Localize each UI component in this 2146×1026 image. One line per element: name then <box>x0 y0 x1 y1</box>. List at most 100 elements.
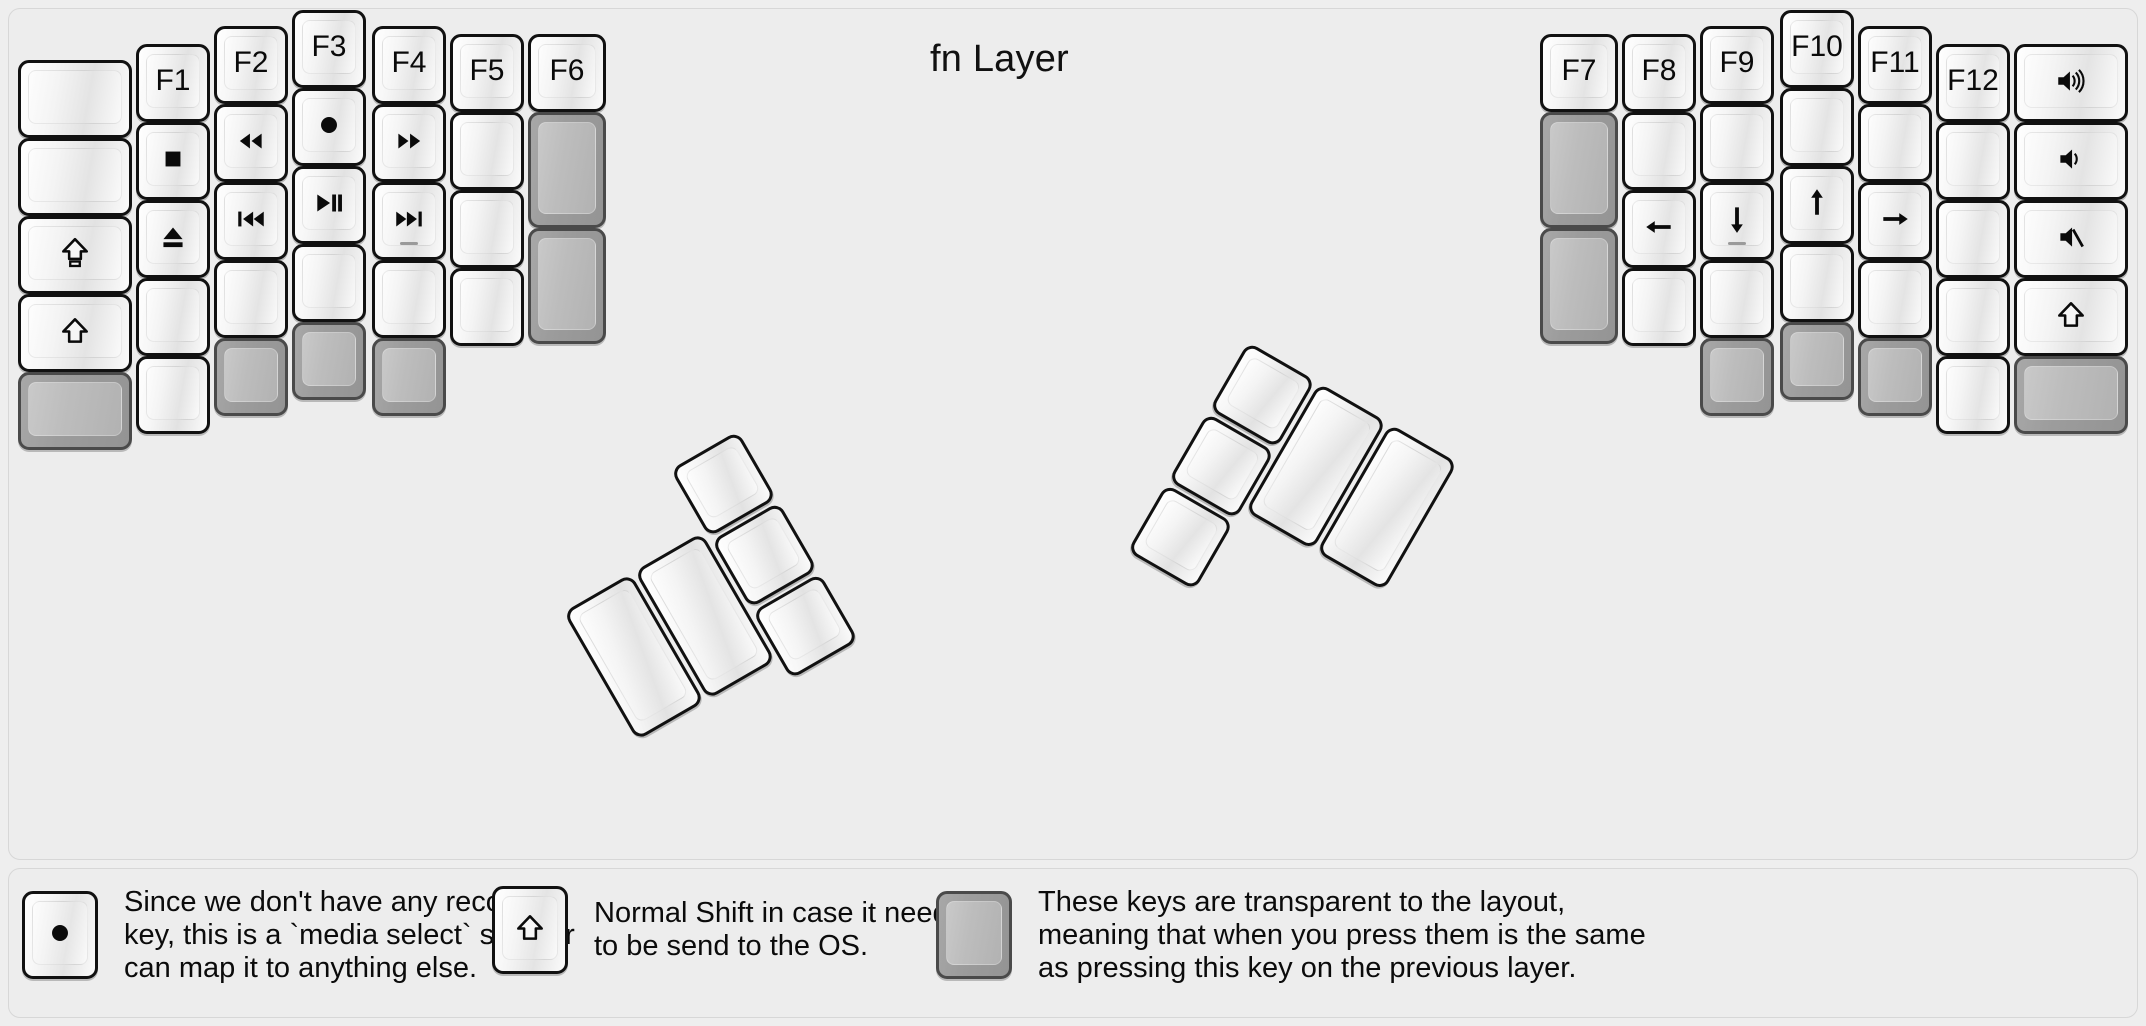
key-col-index-inner-r3[interactable] <box>450 190 524 268</box>
key-face <box>538 122 596 214</box>
key-face <box>146 288 200 342</box>
key-col-middle-r1-f3[interactable]: F3 <box>292 10 366 88</box>
key-col-inner-r1-f7[interactable]: F7 <box>1540 34 1618 112</box>
arrow-up-icon <box>1800 186 1834 220</box>
key-label: F5 <box>469 54 505 87</box>
key-col-middle-r2-media-record[interactable] <box>292 88 366 166</box>
key-face <box>28 70 122 124</box>
key-col-pinky-r5[interactable] <box>136 356 210 434</box>
key-col-index-r4[interactable] <box>1700 260 1774 338</box>
key-col-pinky-r2[interactable] <box>1936 122 2010 200</box>
key-col-ring-r2[interactable] <box>1858 104 1932 182</box>
key-col-ring-r3-arrow-right[interactable] <box>1858 182 1932 260</box>
key-col-index-r2[interactable] <box>1700 104 1774 182</box>
key-face <box>1946 132 2000 186</box>
key-col-ring-r5[interactable] <box>1858 338 1932 416</box>
key-face <box>1946 366 2000 420</box>
key-col-pinky-r2-media-stop[interactable] <box>136 122 210 200</box>
shift-icon <box>58 314 92 348</box>
key-label: F3 <box>311 30 347 63</box>
key-col-index-r3-arrow-down[interactable] <box>1700 182 1774 260</box>
key-face <box>1946 288 2000 342</box>
key-col-pinky-outer-r1[interactable] <box>18 60 132 138</box>
key-face <box>224 348 278 402</box>
key-col-ring-r3-media-previous[interactable] <box>214 182 288 260</box>
key-col-pinky-r3[interactable] <box>1936 200 2010 278</box>
key-face <box>224 114 278 168</box>
key-col-index-inner-r4[interactable] <box>1622 268 1696 346</box>
key-col-pinky-outer-r3-caps-lock[interactable] <box>18 216 132 294</box>
key-col-index-inner-r1-f8[interactable]: F8 <box>1622 34 1696 112</box>
key-col-middle-r3-arrow-up[interactable] <box>1780 166 1854 244</box>
key-col-ring-r5[interactable] <box>214 338 288 416</box>
key-col-pinky-r5[interactable] <box>1936 356 2010 434</box>
key-col-inner-r3[interactable] <box>528 228 606 344</box>
key-face <box>302 98 356 152</box>
media-stop-icon <box>156 142 190 176</box>
key-col-middle-r5[interactable] <box>292 322 366 400</box>
key-col-ring-r4[interactable] <box>1858 260 1932 338</box>
key-face <box>1790 176 1844 230</box>
key-col-index-r3-media-next[interactable] <box>372 182 446 260</box>
key-face <box>1632 122 1686 176</box>
key-col-index-inner-r4[interactable] <box>450 268 524 346</box>
arrow-left-icon <box>1642 210 1676 244</box>
key-col-ring-r2-media-rewind[interactable] <box>214 104 288 182</box>
media-fast-forward-icon <box>392 124 426 158</box>
key-face: F3 <box>302 20 356 74</box>
key-col-middle-r1-f10[interactable]: F10 <box>1780 10 1854 88</box>
key-col-pinky-outer-r5[interactable] <box>18 372 132 450</box>
key-col-index-r5[interactable] <box>372 338 446 416</box>
key-face <box>382 270 436 324</box>
key-col-index-inner-r2[interactable] <box>450 112 524 190</box>
media-previous-icon <box>234 202 268 236</box>
key-col-pinky-outer-r4-shift[interactable] <box>18 294 132 372</box>
key-col-pinky-outer-r4-shift[interactable] <box>2014 278 2128 356</box>
key-col-middle-r4[interactable] <box>292 244 366 322</box>
key-col-index-r1-f9[interactable]: F9 <box>1700 26 1774 104</box>
key-col-pinky-r3-media-eject[interactable] <box>136 200 210 278</box>
key-col-pinky-r4[interactable] <box>1936 278 2010 356</box>
arrow-down-icon <box>1720 202 1754 236</box>
key-col-index-r4[interactable] <box>372 260 446 338</box>
key-col-inner-r2[interactable] <box>1540 112 1618 228</box>
key-col-ring-r4[interactable] <box>214 260 288 338</box>
key-face <box>1790 332 1844 386</box>
legend-transparent-key <box>936 891 1012 980</box>
key-col-middle-r3-media-play-pause[interactable] <box>292 166 366 244</box>
key-face <box>1710 114 1764 168</box>
key-face <box>765 586 844 663</box>
key-col-ring-r1-f11[interactable]: F11 <box>1858 26 1932 104</box>
key-col-index-r2-media-fast-forward[interactable] <box>372 104 446 182</box>
key-face <box>1632 200 1686 254</box>
key-col-ring-r1-f2[interactable]: F2 <box>214 26 288 104</box>
key-col-pinky-outer-r2[interactable] <box>18 138 132 216</box>
key-col-pinky-r1-f12[interactable]: F12 <box>1936 44 2010 122</box>
key-col-index-inner-r3-arrow-left[interactable] <box>1622 190 1696 268</box>
key-col-index-r5[interactable] <box>1700 338 1774 416</box>
key-col-index-r1-f4[interactable]: F4 <box>372 26 446 104</box>
key-col-index-inner-r1-f5[interactable]: F5 <box>450 34 524 112</box>
key-col-pinky-outer-r2-volume-down[interactable] <box>2014 122 2128 200</box>
key-col-pinky-outer-r1-volume-up[interactable] <box>2014 44 2128 122</box>
key-col-inner-r2[interactable] <box>528 112 606 228</box>
legend-record-key <box>22 891 98 980</box>
key-face <box>1868 270 1922 324</box>
key-face <box>460 278 514 332</box>
media-play-pause-icon <box>312 186 346 220</box>
key-col-inner-r1-f6[interactable]: F6 <box>528 34 606 112</box>
key-col-middle-r2[interactable] <box>1780 88 1854 166</box>
key-col-middle-r5[interactable] <box>1780 322 1854 400</box>
legend-shift: Normal Shift in case it needs to be send… <box>492 886 963 974</box>
volume-down-icon <box>2054 142 2088 176</box>
key-col-index-inner-r2[interactable] <box>1622 112 1696 190</box>
key-col-inner-r3[interactable] <box>1540 228 1618 344</box>
key-col-pinky-r1-f1[interactable]: F1 <box>136 44 210 122</box>
key-col-middle-r4[interactable] <box>1780 244 1854 322</box>
key-face <box>28 382 122 436</box>
key-col-pinky-outer-r3-volume-mute[interactable] <box>2014 200 2128 278</box>
key-face <box>724 515 803 592</box>
key-face <box>1868 348 1922 402</box>
key-col-pinky-outer-r5[interactable] <box>2014 356 2128 434</box>
key-col-pinky-r4[interactable] <box>136 278 210 356</box>
